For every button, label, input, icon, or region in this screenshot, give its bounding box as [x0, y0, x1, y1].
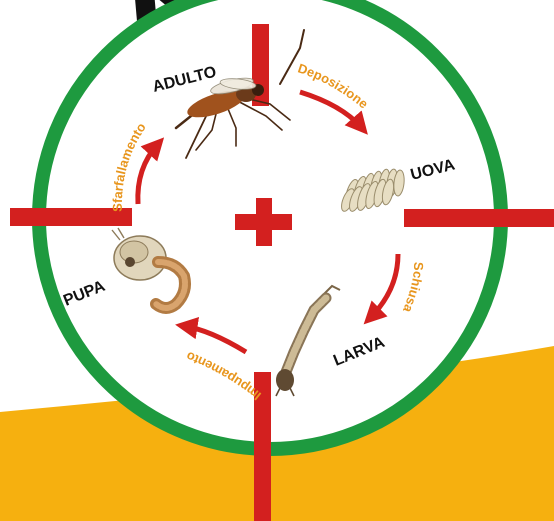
- crosshair-right: [404, 209, 554, 227]
